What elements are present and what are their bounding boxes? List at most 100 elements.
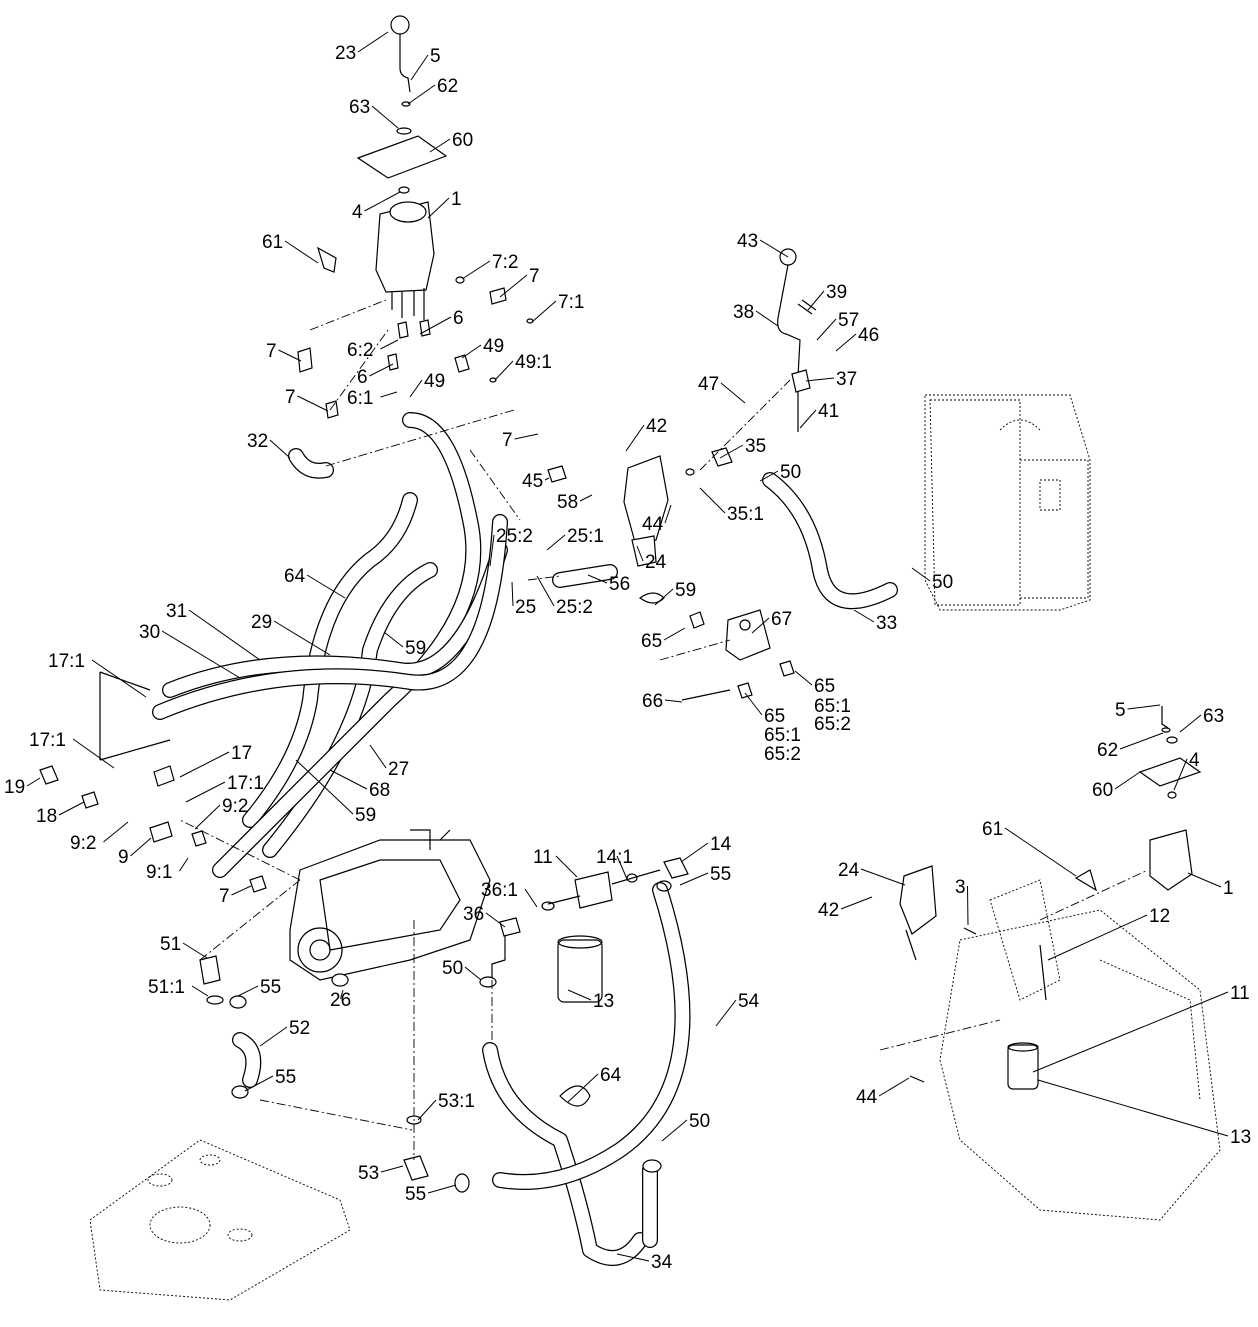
part-number-label: 11	[533, 847, 553, 868]
part-number-label: 37	[836, 369, 857, 390]
leader-line	[1047, 914, 1148, 961]
leader-line	[103, 821, 129, 843]
leader-line	[58, 801, 85, 816]
part-number-label: 45	[522, 471, 543, 492]
part-number-label: 52	[289, 1018, 310, 1039]
callout-c-7d: 7	[502, 430, 539, 451]
callout-c-72: 7:2	[461, 252, 518, 280]
part-number-label: 65:1	[814, 696, 851, 717]
leader-line	[91, 659, 147, 698]
callout-c-71: 7:1	[531, 292, 584, 323]
part-number-label: 17	[231, 743, 252, 764]
callout-c-7c: 7	[285, 387, 329, 412]
callout-c-55a: 55	[679, 864, 731, 886]
leader-line	[306, 574, 346, 599]
callout-c-9: 9	[118, 837, 152, 868]
callout-c-11a: 11	[533, 847, 578, 878]
leader-line	[555, 855, 578, 878]
leader-line	[383, 631, 404, 648]
leader-line	[461, 344, 482, 359]
callout-c-19: 19	[4, 777, 41, 798]
leader-line	[967, 885, 969, 926]
callout-c-67: 67	[751, 609, 792, 634]
part-number-label: 58	[557, 492, 578, 513]
leader-line	[273, 620, 331, 656]
part-number-label: 44	[856, 1087, 878, 1108]
callout-c-44a: 44	[642, 504, 672, 535]
leader-line	[409, 379, 423, 398]
callout-c-44b: 44	[856, 1077, 910, 1108]
part-number-label: 34	[651, 1252, 673, 1273]
leader-line	[531, 300, 557, 323]
part-number-label: 42	[818, 900, 839, 921]
leader-line	[369, 363, 394, 377]
part-number-label: 43	[737, 231, 758, 252]
callout-c-171b: 17:1	[29, 730, 115, 769]
leader-line	[244, 1075, 274, 1092]
part-number-label: 41	[818, 401, 839, 422]
callout-c-61b: 61	[982, 819, 1077, 877]
part-number-label: 60	[452, 130, 473, 151]
leader-line	[807, 290, 825, 311]
leader-line	[720, 382, 746, 404]
part-number-label: 67	[771, 609, 792, 630]
callout-c-12: 12	[1047, 906, 1170, 961]
part-number-label: 50	[780, 462, 801, 483]
part-number-label: 55	[275, 1067, 296, 1088]
leader-line	[494, 360, 514, 381]
leader-line	[636, 545, 644, 562]
leader-line	[380, 1165, 404, 1173]
part-number-label: 65	[641, 631, 662, 652]
callout-c-24b: 24	[838, 860, 906, 886]
callout-c-41: 41	[799, 401, 839, 429]
callout-c-42b: 42	[818, 896, 873, 921]
callout-c-171c: 17:1	[185, 773, 264, 803]
leader-line	[380, 391, 398, 398]
callout-c-54: 54	[715, 991, 760, 1027]
leader-line	[664, 699, 683, 703]
callout-c-252a: 25:2	[489, 526, 533, 567]
leader-line	[364, 191, 401, 212]
leader-line	[514, 433, 539, 440]
leader-line	[911, 567, 931, 582]
part-number-label: 26	[330, 990, 351, 1011]
callout-c-511: 51:1	[148, 977, 209, 998]
leader-line	[419, 316, 452, 335]
leader-line	[1114, 771, 1141, 790]
callout-c-62b: 6:2	[347, 339, 399, 361]
callout-c-63a: 63	[349, 97, 399, 129]
leader-line	[546, 534, 566, 551]
leader-line	[794, 670, 813, 686]
leader-line	[161, 630, 241, 679]
leader-line	[179, 751, 230, 778]
part-number-label: 55	[710, 864, 731, 885]
callout-c-6: 6	[419, 308, 464, 335]
part-number-label: 27	[388, 759, 409, 780]
leader-line	[429, 138, 451, 153]
callout-c-23: 23	[335, 31, 389, 64]
callout-c-59a: 59	[654, 580, 696, 606]
callout-c-531: 53:1	[417, 1091, 475, 1121]
part-number-label: 3	[955, 877, 966, 898]
part-number-label: 59	[355, 805, 376, 826]
part-number-label: 49:1	[515, 352, 552, 373]
callout-c-63b: 63	[1179, 706, 1224, 733]
leader-line	[357, 31, 389, 53]
callout-c-4a: 4	[352, 191, 401, 223]
leader-line	[699, 487, 726, 514]
callout-c-61a: 61	[262, 232, 319, 264]
part-number-label: 13	[1230, 1127, 1251, 1148]
leader-line	[654, 588, 674, 606]
leader-line	[340, 989, 344, 1000]
leader-line	[587, 574, 608, 584]
callout-c-58: 58	[557, 492, 593, 513]
part-number-label: 65	[764, 706, 785, 727]
part-number-label: 24	[838, 860, 860, 881]
part-number-label: 50	[689, 1111, 710, 1132]
part-number-label: 25	[515, 597, 536, 618]
callout-c-60b: 60	[1092, 771, 1141, 801]
part-number-label: 38	[733, 302, 754, 323]
part-number-label: 61	[982, 819, 1003, 840]
callout-c-59c: 59	[295, 759, 376, 826]
part-number-label: 31	[166, 601, 187, 622]
